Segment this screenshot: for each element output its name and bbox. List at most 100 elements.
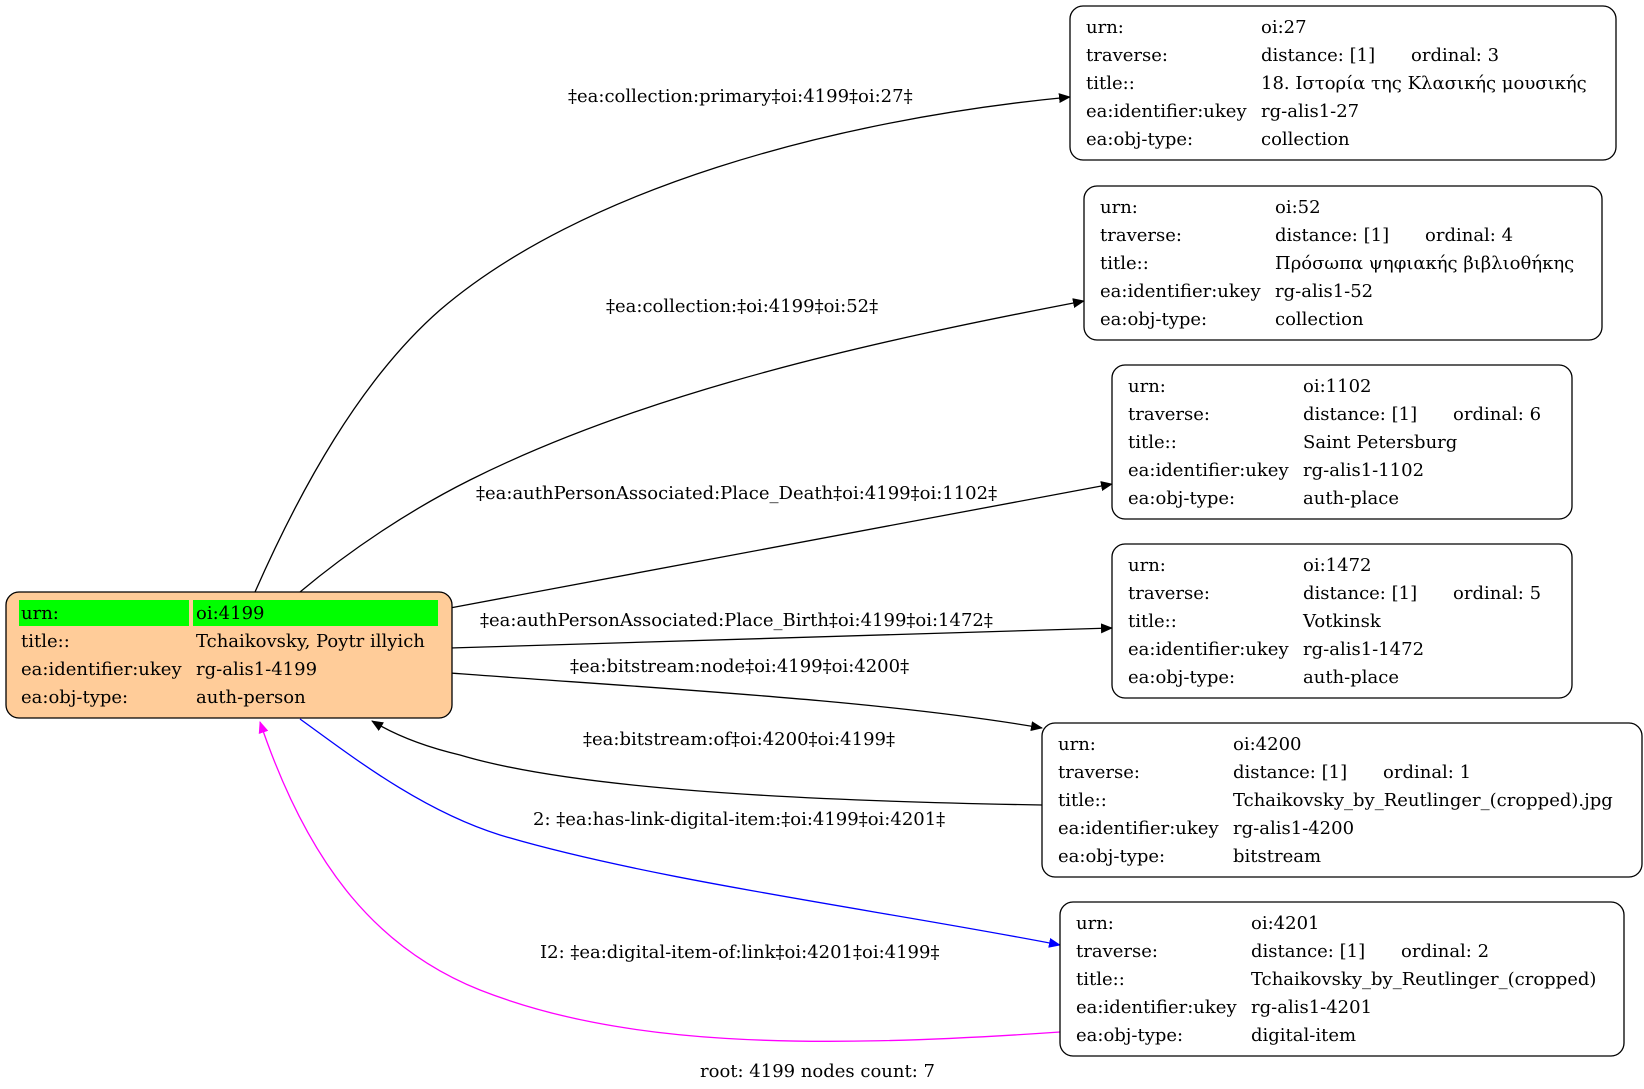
root-urn-value-highlight bbox=[193, 600, 438, 626]
node-traverse-key: traverse: bbox=[1100, 225, 1182, 246]
node-objtype-value: bitstream bbox=[1233, 846, 1321, 867]
node-title-key: title:: bbox=[1128, 432, 1177, 453]
node-objtype-key: ea:obj-type: bbox=[1086, 129, 1193, 150]
node-ordinal: ordinal: 3 bbox=[1411, 45, 1499, 66]
edge-bitstream-node bbox=[449, 672, 1043, 732]
node-ukey-key: ea:identifier:ukey bbox=[1058, 818, 1219, 839]
root-title-key: title:: bbox=[21, 631, 70, 652]
node-urn-key: urn: bbox=[1058, 734, 1096, 755]
root-objtype-value: auth-person bbox=[196, 687, 306, 708]
node-distance: distance: [1] bbox=[1303, 583, 1417, 604]
root-urn-value: oi:4199 bbox=[196, 603, 264, 624]
node-ukey-value: rg-alis1-1472 bbox=[1303, 639, 1424, 660]
node-urn-key: urn: bbox=[1086, 17, 1124, 38]
node-oi-1102[interactable]: urn: oi:1102 traverse: distance: [1] ord… bbox=[1111, 364, 1573, 520]
node-urn-key: urn: bbox=[1128, 555, 1166, 576]
edge-place-birth bbox=[449, 623, 1113, 649]
edge-label: ‡ea:collection:‡oi:4199‡oi:52‡ bbox=[606, 296, 878, 317]
node-title-value: 18. Ιστορία της Κλασικής μουσικής bbox=[1261, 73, 1587, 94]
node-objtype-value: collection bbox=[1275, 309, 1364, 330]
node-objtype-key: ea:obj-type: bbox=[1128, 488, 1235, 509]
node-distance: distance: [1] bbox=[1233, 762, 1347, 783]
node-urn-key: urn: bbox=[1076, 913, 1114, 934]
edge-collection-primary bbox=[254, 93, 1071, 593]
edge-label: ‡ea:bitstream:node‡oi:4199‡oi:4200‡ bbox=[570, 656, 909, 677]
node-oi-52[interactable]: urn: oi:52 traverse: distance: [1] ordin… bbox=[1083, 185, 1603, 341]
node-title-key: title:: bbox=[1076, 969, 1125, 990]
node-traverse-key: traverse: bbox=[1128, 404, 1210, 425]
node-traverse-key: traverse: bbox=[1076, 941, 1158, 962]
node-objtype-value: collection bbox=[1261, 129, 1350, 150]
node-urn-key: urn: bbox=[1100, 197, 1138, 218]
node-ordinal: ordinal: 1 bbox=[1383, 762, 1471, 783]
root-urn-key-highlight bbox=[19, 600, 189, 626]
root-title-value: Tchaikovsky, Poytr illyich bbox=[196, 631, 425, 652]
node-urn-value: oi:27 bbox=[1261, 17, 1307, 38]
node-urn-value: oi:4201 bbox=[1251, 913, 1319, 934]
node-oi-4201[interactable]: urn: oi:4201 traverse: distance: [1] ord… bbox=[1059, 901, 1625, 1057]
node-ordinal: ordinal: 5 bbox=[1453, 583, 1541, 604]
node-title-value: Tchaikovsky_by_Reutlinger_(cropped).jpg bbox=[1233, 790, 1613, 811]
node-ukey-value: rg-alis1-52 bbox=[1275, 281, 1373, 302]
edge-label: ‡ea:authPersonAssociated:Place_Death‡oi:… bbox=[476, 483, 997, 504]
root-ukey-value: rg-alis1-4199 bbox=[196, 659, 317, 680]
node-objtype-value: auth-place bbox=[1303, 667, 1399, 688]
edge-labels: ‡ea:collection:primary‡oi:4199‡oi:27‡ ‡e… bbox=[476, 86, 997, 963]
node-oi-27[interactable]: urn: oi:27 traverse: distance: [1] ordin… bbox=[1069, 5, 1617, 161]
node-distance: distance: [1] bbox=[1261, 45, 1375, 66]
node-ukey-key: ea:identifier:ukey bbox=[1100, 281, 1261, 302]
node-title-value: Πρόσωπα ψηφιακής βιβλιοθήκης bbox=[1275, 253, 1574, 274]
edge-has-link-digital-item bbox=[299, 718, 1061, 948]
edge-bitstream-of bbox=[371, 720, 1043, 806]
node-ukey-value: rg-alis1-1102 bbox=[1303, 460, 1424, 481]
node-traverse-key: traverse: bbox=[1086, 45, 1168, 66]
edge-label: 2: ‡ea:has-link-digital-item:‡oi:4199‡oi… bbox=[533, 809, 945, 830]
edge-label: I2: ‡ea:digital-item-of:link‡oi:4201‡oi:… bbox=[540, 942, 939, 963]
root-node[interactable]: urn: oi:4199 title:: Tchaikovsky, Poytr … bbox=[5, 591, 453, 719]
edges bbox=[254, 93, 1113, 1042]
node-ordinal: ordinal: 6 bbox=[1453, 404, 1541, 425]
node-ukey-value: rg-alis1-27 bbox=[1261, 101, 1359, 122]
node-title-key: title:: bbox=[1128, 611, 1177, 632]
node-distance: distance: [1] bbox=[1303, 404, 1417, 425]
root-ukey-key: ea:identifier:ukey bbox=[21, 659, 182, 680]
node-urn-value: oi:4200 bbox=[1233, 734, 1301, 755]
node-ukey-value: rg-alis1-4201 bbox=[1251, 997, 1372, 1018]
node-oi-4200[interactable]: urn: oi:4200 traverse: distance: [1] ord… bbox=[1041, 722, 1643, 878]
node-title-key: title:: bbox=[1086, 73, 1135, 94]
edge-collection bbox=[299, 298, 1085, 593]
node-distance: distance: [1] bbox=[1275, 225, 1389, 246]
node-title-value: Saint Petersburg bbox=[1303, 432, 1457, 453]
node-objtype-key: ea:obj-type: bbox=[1128, 667, 1235, 688]
node-title-value: Tchaikovsky_by_Reutlinger_(cropped) bbox=[1251, 969, 1596, 990]
node-title-value: Votkinsk bbox=[1302, 611, 1382, 632]
node-distance: distance: [1] bbox=[1251, 941, 1365, 962]
edge-label: ‡ea:authPersonAssociated:Place_Birth‡oi:… bbox=[480, 610, 993, 631]
node-ukey-key: ea:identifier:ukey bbox=[1128, 460, 1289, 481]
node-urn-value: oi:52 bbox=[1275, 197, 1321, 218]
node-traverse-key: traverse: bbox=[1128, 583, 1210, 604]
node-urn-value: oi:1472 bbox=[1303, 555, 1371, 576]
node-ukey-key: ea:identifier:ukey bbox=[1128, 639, 1289, 660]
node-urn-key: urn: bbox=[1128, 376, 1166, 397]
node-objtype-value: auth-place bbox=[1303, 488, 1399, 509]
node-traverse-key: traverse: bbox=[1058, 762, 1140, 783]
node-ukey-key: ea:identifier:ukey bbox=[1076, 997, 1237, 1018]
node-ukey-key: ea:identifier:ukey bbox=[1086, 101, 1247, 122]
node-oi-1472[interactable]: urn: oi:1472 traverse: distance: [1] ord… bbox=[1111, 543, 1573, 699]
node-urn-value: oi:1102 bbox=[1303, 376, 1371, 397]
node-ordinal: ordinal: 4 bbox=[1425, 225, 1513, 246]
root-objtype-key: ea:obj-type: bbox=[21, 687, 128, 708]
node-title-key: title:: bbox=[1058, 790, 1107, 811]
node-objtype-key: ea:obj-type: bbox=[1058, 846, 1165, 867]
node-objtype-key: ea:obj-type: bbox=[1076, 1025, 1183, 1046]
node-ukey-value: rg-alis1-4200 bbox=[1233, 818, 1354, 839]
edge-place-death bbox=[449, 481, 1113, 609]
edge-digital-item-of-link bbox=[258, 721, 1061, 1042]
node-objtype-key: ea:obj-type: bbox=[1100, 309, 1207, 330]
node-objtype-value: digital-item bbox=[1251, 1025, 1356, 1046]
edge-label: ‡ea:bitstream:of‡oi:4200‡oi:4199‡ bbox=[583, 729, 895, 750]
edge-label: ‡ea:collection:primary‡oi:4199‡oi:27‡ bbox=[568, 86, 913, 107]
node-title-key: title:: bbox=[1100, 253, 1149, 274]
